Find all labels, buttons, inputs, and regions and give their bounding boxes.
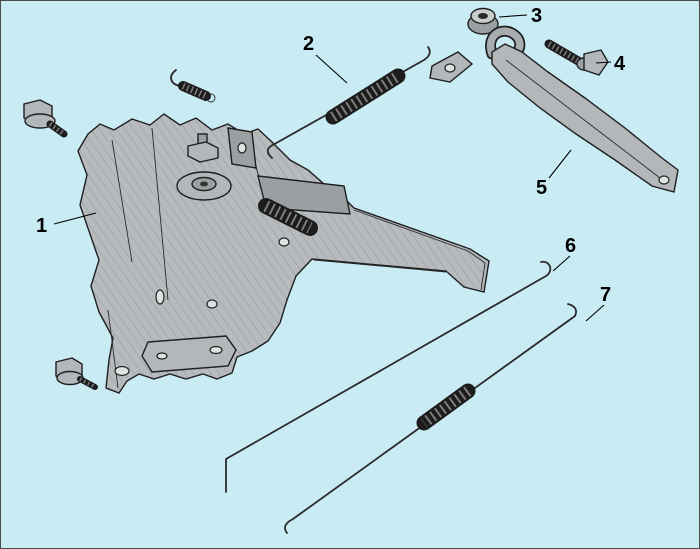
bracket-channel-line (313, 259, 447, 273)
lever-arm-line (505, 59, 661, 179)
leader-line-3 (498, 14, 528, 18)
leader-line-5 (548, 149, 572, 179)
callout-6: 6 (565, 235, 576, 257)
tab-hole (209, 345, 223, 355)
clip-spring-loop (206, 93, 216, 103)
part-2-upper-tension-spring (266, 46, 431, 159)
pivot-center (200, 181, 208, 187)
callout-4: 4 (614, 53, 626, 75)
bracket-sub-plate (257, 175, 351, 215)
bracket-fold-line (107, 309, 119, 389)
spring-coil-bands (330, 71, 401, 122)
grommet-hole (478, 13, 488, 19)
tab-hole (156, 352, 168, 360)
callout-7: 7 (600, 284, 611, 306)
part-6-link-rod (225, 260, 552, 493)
lever-hook-face (486, 27, 524, 59)
screw-thread-bands (547, 41, 582, 65)
bolt-thread-bands (79, 377, 96, 389)
callout-1: 1 (36, 215, 47, 237)
clip-spring-coil (178, 81, 211, 101)
lever-end-hole (658, 175, 670, 185)
part-1-main-bracket-assembly (77, 113, 490, 394)
flange-bolt-lower-left (55, 357, 98, 390)
callout-3: 3 (531, 5, 542, 27)
leader-line-1 (53, 212, 97, 225)
bracket-hole (278, 237, 290, 247)
bracket-bottom-tab (141, 335, 237, 373)
part-7-lower-tension-spring (284, 303, 577, 534)
part-3-grommet-cap (467, 7, 499, 35)
bracket-fold-line (111, 139, 133, 263)
clip-spring-hook (170, 69, 181, 87)
hex-nut (187, 141, 219, 163)
part-5-control-lever-arm (429, 25, 679, 193)
rod-wire (225, 260, 552, 493)
leader-line-4 (595, 61, 612, 64)
spring-coil (416, 383, 476, 431)
bolt-thread-bands (48, 121, 66, 137)
bracket-channel-line (353, 209, 469, 252)
lever-arm (491, 43, 679, 193)
leader-line-6 (552, 255, 571, 272)
bracket-channel-line (467, 250, 486, 291)
bracket-fold-line (151, 127, 169, 301)
clip-spring (170, 69, 216, 103)
lever-plate-hole (444, 63, 456, 73)
leader-line-2 (315, 54, 348, 84)
flange-bolt-upper-left (23, 99, 68, 138)
callout-2: 2 (303, 33, 314, 55)
roller-bands (263, 200, 313, 234)
bracket-hole (155, 289, 165, 305)
leader-line-7 (585, 304, 605, 322)
callout-5: 5 (536, 177, 547, 199)
bracket-hole (206, 299, 218, 309)
callouts: 1 2 3 4 5 6 7 (36, 5, 626, 322)
bracket-hole (114, 365, 130, 377)
part-4-shoulder-screw (544, 39, 609, 76)
flange-hole (237, 142, 247, 154)
